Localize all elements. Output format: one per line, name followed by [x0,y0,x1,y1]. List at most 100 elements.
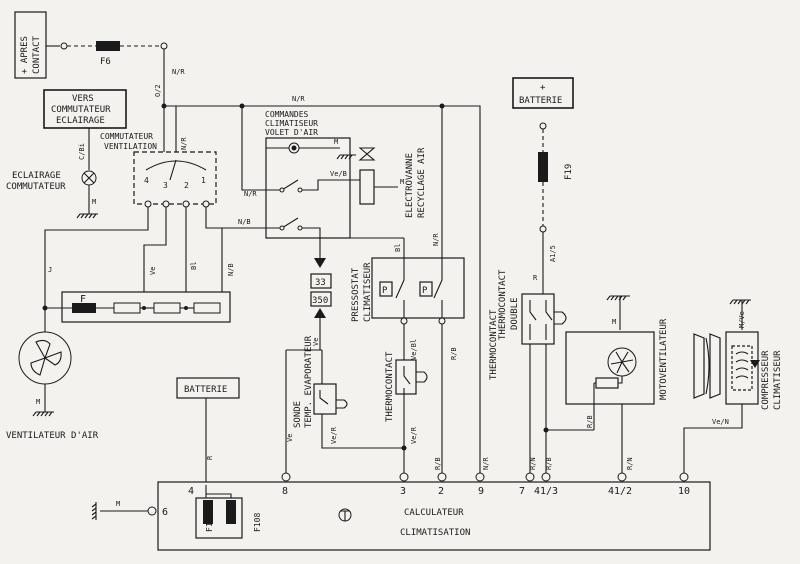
pressostat-line2: CLIMATISEUR [363,262,373,322]
wire-label-m-ev: M [400,178,404,186]
wire-label-rn-td: R/N [529,457,537,470]
fuse-f107-label: F107 [205,513,214,532]
ground-icon [336,154,356,160]
motoventilateur [565,331,655,405]
compresseur-line1: COMPRESSEUR [761,350,771,410]
vers-commutateur-eclairage: VERS COMMUTATEUR ECLAIRAGE [43,89,127,129]
apres-contact-terminal: + APRES CONTACT [14,11,47,79]
thermocontact-icon [395,359,428,395]
thermocontact-double [521,293,567,345]
wire-label-nb: N/B [238,218,251,226]
wire-label-o2: O/2 [154,84,162,97]
sonde-line1: SONDE [293,401,303,428]
pin-6: 6 [162,507,168,518]
fuse-f6 [96,41,120,51]
wire-label-ve-sonde: Ve [312,338,320,346]
apres-contact-line1: + APRES [20,36,30,74]
wire-label-nr-top: N/R [172,68,185,76]
position-2: 2 [184,181,189,190]
wire-label-ver-sonde: Ve/R [330,426,338,444]
thermocontact-double-line2: DOUBLE [510,297,520,330]
eclairage-lamp-icon [81,170,97,186]
wire-label-a15: A1/5 [549,245,557,262]
pressostat-p2-icon: P [422,286,428,296]
fuse-f6-label: F6 [100,57,111,67]
wire-label-nr-calc: N/R [482,457,490,470]
compresseur-line2: CLIMATISEUR [773,350,783,410]
wire-label-m-vent: M [36,398,40,406]
fuse-f19 [538,152,548,182]
eclairage-line1: ECLAIRAGE [12,171,61,181]
position-1: 1 [201,176,206,185]
fuse-f19-label: F19 [564,164,574,180]
wire-label-rn-mv: R/N [626,457,634,470]
commutateur-ventilation-line1: COMMUTATEUR [100,132,153,141]
wire-label-vebl: Ve/Bl [410,339,418,360]
ground-icon [32,411,54,417]
electrovanne-valve-icon: M [358,147,404,205]
pin-2: 2 [438,486,444,497]
vers-line1: VERS [72,94,94,104]
ground-icon [606,295,630,301]
connector-33: 33 [315,278,326,288]
pin-41-2: 41/2 [608,486,632,497]
compresseur-climatiseur [725,331,760,405]
calculateur-climatisation: CALCULATEUR CLIMATISATION F107 F108 [157,481,711,551]
wire-label-ver: Ve/R [410,426,418,444]
batterie-top-label: BATTERIE [519,96,562,106]
compresseur-clutch-icon [693,333,721,399]
pin-7: 7 [519,486,525,497]
fuse-f-label: F [80,294,86,305]
batterie-bottom-label: BATTERIE [184,385,227,395]
wire-label-nr-main: N/R [292,95,305,103]
ground-icon [729,299,751,305]
wire-label-mve: M/Ve [738,311,746,328]
thermocontact-double-line1: THERMOCONTACT [498,269,508,340]
vers-line3: ECLAIRAGE [56,116,105,126]
wire-label-ve-calc: Ve [286,434,294,442]
wire-label-cbi: C/Bi [78,143,86,160]
wire-label-nr-cmd: N/R [244,190,257,198]
wire-label-bl2: Bl [394,244,402,252]
commandes-line1: COMMANDES [265,110,309,119]
pressostat-climatiseur: P P [371,257,465,319]
wire-label-rb-calc: R/B [434,457,442,470]
fuse-f108-label: F108 [253,513,262,532]
wire-label-ve: Ve [149,267,157,275]
ground-icon [76,213,98,219]
ventilateur-fan-icon [18,331,72,385]
wire-label-bl: Bl [190,262,198,270]
wire-label-m-ecl: M [92,198,96,206]
commandes-climatiseur: N/R M Ve/B [241,106,360,239]
wire-label-m-cmd: M [334,138,338,146]
wire-label-j: J [48,266,52,274]
pin-9: 9 [478,486,484,497]
resistor-block: F [61,291,231,323]
motoventilateur-label: MOTOVENTILATEUR [659,318,669,400]
pin-4: 4 [188,486,194,497]
wire-label-m-calc: M [116,500,120,508]
apres-contact-line2: CONTACT [32,35,42,74]
sonde-sensor-icon [313,383,348,415]
electrovanne-line2: RECYCLAGE AIR [417,147,427,218]
calculateur-line2: CLIMATISATION [400,528,470,538]
ground-icon [91,502,97,520]
thermocontact-label: THERMOCONTACT [385,351,395,422]
batterie-bottom: BATTERIE [176,377,240,399]
wire-label-nb2: N/B [227,263,235,276]
wire-label-rb-mv: R/B [586,415,594,428]
wire-label-r-td: R [533,274,538,282]
connector-350: 350 [312,296,328,306]
sonde-line2: TEMP. EVAPORATEUR [304,335,314,428]
pressostat-line1: PRESSOSTAT [351,267,361,322]
eclairage-line2: COMMUTATEUR [6,182,66,192]
pin-3: 3 [400,486,406,497]
electrovanne-line1: ELECTROVANNE [405,153,415,218]
calculateur-line1: CALCULATEUR [404,508,464,518]
ventilateur-label: VENTILATEUR D'AIR [6,431,99,441]
pin-41-3: 41/3 [534,486,558,497]
commutateur-ventilation: 4 3 2 1 [133,151,217,208]
commandes-line2: CLIMATISEUR [265,119,318,128]
wire-label-ven: Ve/N [712,418,729,426]
